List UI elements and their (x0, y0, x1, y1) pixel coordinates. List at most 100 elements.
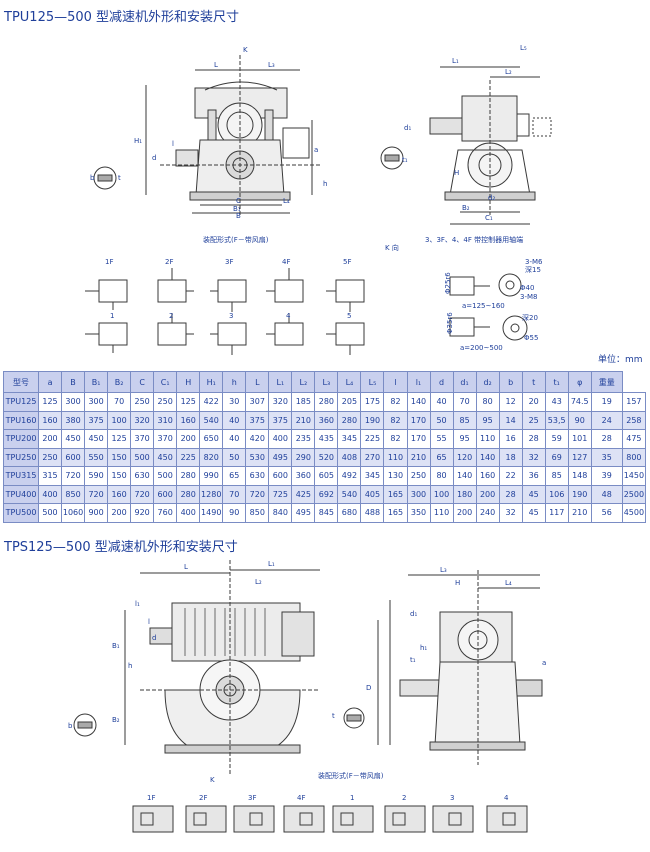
caption-assembly-1: 装配形式(F－带风扇) (203, 235, 269, 244)
table-cell: 80 (429, 466, 454, 486)
assembly2-1: 1 (350, 794, 354, 802)
table-cell: 85 (544, 466, 569, 486)
table-cell: 400 (176, 503, 201, 523)
dim2-a: a (542, 659, 546, 667)
table-cell: 125 (37, 392, 63, 412)
table-cell: 28 (498, 484, 523, 504)
table-cell: 500 (153, 466, 178, 486)
table-cell: 12 (498, 392, 523, 412)
table-cell: 59 (544, 429, 569, 449)
shaft-a-range: a=125~160 (462, 302, 505, 310)
dim-l: l (172, 140, 174, 148)
table-cell: 650 (199, 429, 224, 449)
table-cell: 540 (199, 410, 224, 430)
table-cell: 845 (314, 503, 339, 523)
table-model-cell: TPU160 (3, 410, 39, 430)
dim-L1: L₁ (452, 57, 459, 65)
table-header-cell: 型号 (3, 371, 39, 393)
table-cell: 250 (37, 447, 63, 467)
table-cell: 210 (567, 503, 592, 523)
table-cell: 280 (337, 410, 362, 430)
table-cell: 165 (383, 484, 408, 504)
table-cell: 720 (245, 484, 270, 504)
table-cell: 315 (37, 466, 63, 486)
dim-L5: L₅ (520, 44, 527, 52)
table-cell: 69 (544, 447, 569, 467)
table-cell: 850 (245, 503, 270, 523)
table-cell: 28 (590, 429, 623, 449)
assembly2-2: 2 (402, 794, 406, 802)
table-header-cell: C₁ (153, 371, 178, 393)
table-cell: 250 (153, 392, 178, 412)
assembly2-2F: 2F (199, 794, 207, 802)
table-cell: 82 (383, 410, 408, 430)
table-cell: 475 (621, 429, 647, 449)
dim2-d: d (152, 634, 156, 642)
table-cell: 127 (567, 447, 592, 467)
table-cell: 320 (130, 410, 155, 430)
table-cell: 125 (176, 392, 201, 412)
table-cell: 200 (452, 503, 477, 523)
assembly2-1F: 1F (147, 794, 155, 802)
table-cell: 225 (360, 429, 385, 449)
table-cell: 82 (383, 429, 408, 449)
table-cell: 900 (84, 503, 109, 523)
table-cell: 90 (222, 503, 247, 523)
table-cell: 500 (37, 503, 63, 523)
dim2-h1: h₁ (420, 644, 427, 652)
table-cell: 50 (429, 410, 454, 430)
dim2-D: D (366, 684, 371, 692)
table-cell: 210 (406, 447, 431, 467)
assembly-4F: 4F (282, 258, 290, 266)
table-header-cell: L₁ (268, 371, 293, 393)
dim2-B1: B₁ (112, 642, 120, 650)
table-cell: 190 (360, 410, 385, 430)
table-header-cell: L₅ (360, 371, 385, 393)
table-cell: 1450 (621, 466, 647, 486)
table-cell: 40 (429, 392, 454, 412)
table-header-cell: B₁ (84, 371, 109, 393)
table-cell: 225 (176, 447, 201, 467)
table-cell: 48 (590, 484, 623, 504)
table-cell: 25 (521, 410, 546, 430)
dim-L: L (214, 61, 218, 69)
table-cell: 14 (498, 410, 523, 430)
table-cell: 85 (452, 410, 477, 430)
table-cell: 450 (84, 429, 109, 449)
table-cell: 28 (521, 429, 546, 449)
table-cell: 90 (567, 410, 592, 430)
table-cell: 420 (245, 429, 270, 449)
table-cell: 148 (567, 466, 592, 486)
table-cell: 157 (621, 392, 647, 412)
dim2-t1: t₁ (410, 656, 416, 664)
table-cell: 280 (176, 466, 201, 486)
dim-d2: d₂ (488, 194, 495, 202)
dim2-t: t (332, 712, 335, 720)
table-cell: 200 (107, 503, 132, 523)
table-cell: 290 (291, 447, 316, 467)
table-cell: 488 (360, 503, 385, 523)
table-cell: 190 (567, 484, 592, 504)
table-cell: 345 (360, 466, 385, 486)
caption-k-view: K 向 (385, 243, 399, 252)
table-header-cell: a (37, 371, 63, 393)
table-cell: 205 (337, 392, 362, 412)
table-cell: 140 (475, 447, 500, 467)
table-cell: 70 (107, 392, 132, 412)
table-cell: 170 (406, 410, 431, 430)
dim2-h: h (128, 662, 132, 670)
dim-C1: C₁ (485, 214, 493, 222)
table-cell: 600 (268, 466, 293, 486)
assembly2-3: 3 (450, 794, 454, 802)
table-cell: 300 (406, 484, 431, 504)
table-cell: 375 (245, 410, 270, 430)
table-cell: 55 (429, 429, 454, 449)
dim-h: h (323, 180, 327, 188)
table-header-cell: h (222, 371, 247, 393)
shaft-b-dia: Φ35r6 (446, 312, 454, 334)
table-cell: 150 (107, 466, 132, 486)
dim-H: H (454, 169, 459, 177)
table-cell: 125 (107, 429, 132, 449)
table-cell: 39 (590, 466, 623, 486)
